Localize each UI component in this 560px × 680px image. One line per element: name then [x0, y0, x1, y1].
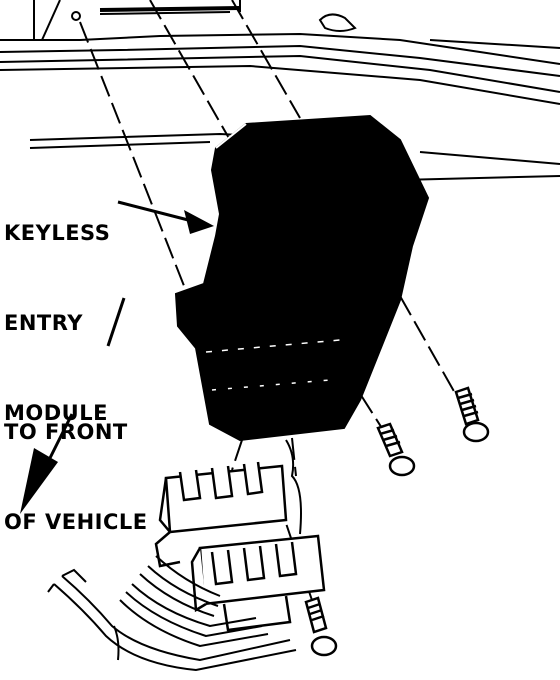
front-of-vehicle-label: TO FRONT OF VEHICLE	[4, 357, 148, 567]
wiring-harness	[47, 555, 297, 672]
label-line: MODULE	[4, 401, 108, 425]
vehicle-panel	[0, 0, 560, 181]
label-line: KEYLESS	[4, 221, 111, 245]
connector-lower	[190, 534, 326, 632]
connector-upper	[154, 461, 288, 568]
mounting-screw-right	[454, 386, 490, 443]
module-pointer-arrow	[117, 200, 214, 234]
label-line: OF VEHICLE	[4, 510, 148, 534]
keyless-entry-module-label: KEYLESS ENTRY MODULE	[4, 158, 110, 458]
label-line: TO FRONT	[4, 420, 128, 444]
mounting-screw-lower	[304, 596, 338, 657]
connector-leads	[285, 439, 302, 535]
front-direction-arrow	[20, 297, 126, 514]
keyless-entry-module	[174, 114, 430, 442]
mounting-screw-middle	[376, 422, 416, 477]
label-line: ENTRY	[4, 311, 83, 335]
